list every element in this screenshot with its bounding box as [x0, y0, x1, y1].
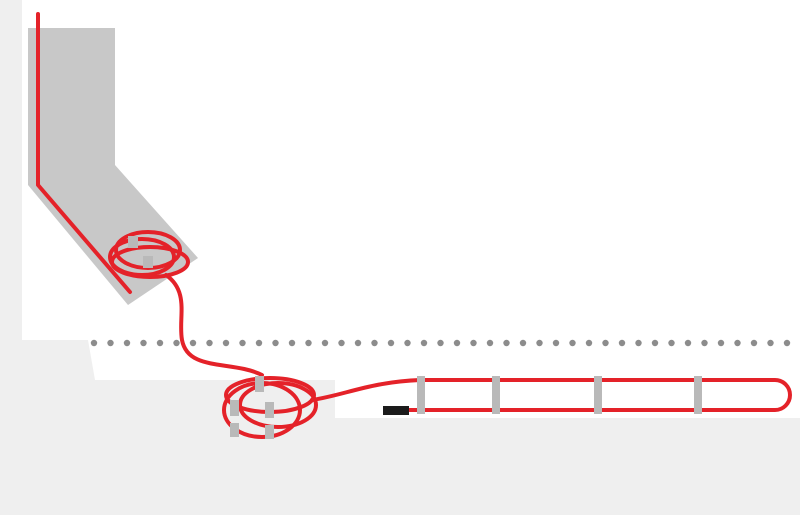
wall-left-shape [0, 0, 207, 515]
cable-end-cap-icon [383, 406, 409, 415]
cable-to-gutter [164, 273, 264, 377]
gutter-dot [288, 339, 296, 347]
clip-floor-1 [417, 376, 425, 414]
gutter-dot [189, 339, 197, 347]
clip-floor-3 [594, 376, 602, 414]
gutter-dot [239, 339, 246, 347]
gutter-dot [569, 339, 576, 347]
gutter-dot [437, 339, 444, 347]
clip-upper-1 [128, 236, 138, 248]
clip-lower-5 [265, 425, 274, 439]
gutter-dot [321, 339, 329, 347]
gutter-dot [602, 339, 609, 347]
gutter-dot [387, 339, 395, 347]
gutter-dot [173, 339, 180, 347]
gutter-dot [684, 339, 692, 347]
clip-lower-2 [230, 400, 239, 416]
upper-coil-loop-3 [110, 245, 190, 279]
gutter-dot [404, 339, 411, 347]
gutter-dot [90, 339, 98, 347]
gutter-dot [371, 339, 378, 347]
gutter-dot [783, 339, 791, 347]
mounting-clips [128, 236, 702, 439]
gutter-dot [536, 339, 543, 347]
gutter-dot [420, 339, 428, 347]
clip-lower-1 [255, 376, 264, 392]
clip-floor-4 [694, 376, 702, 414]
gutter-pit-lower [207, 452, 335, 515]
clip-lower-3 [265, 402, 274, 418]
gutter-dot [453, 339, 461, 347]
gutter-dot [668, 339, 675, 347]
gutter-dot [140, 339, 147, 347]
cable-to-floor-loop [310, 378, 422, 402]
gutter-dotted-line [90, 339, 791, 347]
gutter-dot [519, 339, 527, 347]
gutter-dot [156, 339, 164, 347]
downpipe-shape [28, 28, 198, 305]
lower-coil-loop-3 [238, 381, 318, 429]
gutter-dot [255, 339, 263, 347]
gutter-dot [767, 339, 774, 347]
clip-lower-4 [230, 423, 239, 437]
gutter-dot [585, 339, 593, 347]
floor-right-shape [335, 418, 800, 515]
gutter-dot [651, 339, 659, 347]
gutter-dot [701, 339, 708, 347]
gutter-dot [503, 339, 510, 347]
gutter-dot [486, 339, 494, 347]
gutter-dot [552, 339, 560, 347]
gutter-dot [635, 339, 642, 347]
gutter-dot [470, 339, 477, 347]
clip-floor-2 [492, 376, 500, 414]
cable-descent [36, 12, 132, 294]
gutter-dot [123, 339, 131, 347]
gutter-dot [750, 339, 758, 347]
gutter-dot [222, 339, 230, 347]
gutter-dot [338, 339, 345, 347]
gutter-dot [206, 339, 213, 347]
gutter-dot [272, 339, 279, 347]
gutter-dot [618, 339, 626, 347]
gutter-dot [717, 339, 725, 347]
clip-upper-2 [143, 256, 153, 268]
cable-floor-loop [406, 378, 792, 412]
gutter-dot [354, 339, 362, 347]
gutter-dot [107, 339, 114, 347]
heating-cable [36, 12, 792, 439]
gutter-dot [734, 339, 741, 347]
gutter-dot [305, 339, 312, 347]
